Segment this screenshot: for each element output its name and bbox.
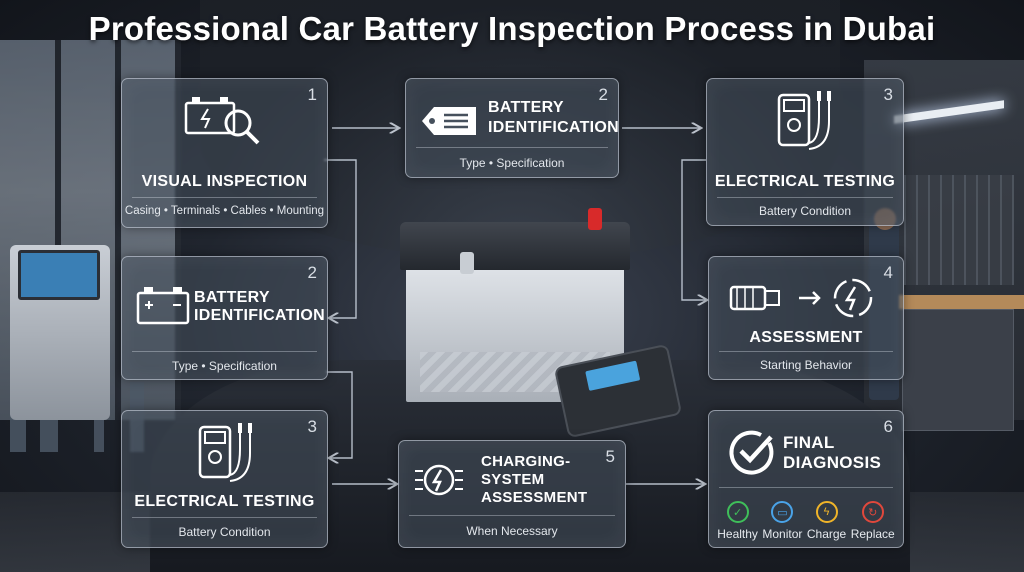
step-card-battery-identification-top: 2 BATTERY IDENTIFICATION Type • Specific… bbox=[405, 78, 619, 178]
step-subtitle: Type • Specification bbox=[172, 359, 277, 373]
step-subtitle: Battery Condition bbox=[178, 525, 271, 539]
step-subtitle: Starting Behavior bbox=[759, 358, 853, 372]
status-label: Replace bbox=[850, 527, 895, 541]
step-number: 6 bbox=[883, 417, 893, 436]
connector-3-4 bbox=[681, 159, 706, 300]
step-title-line1: FINAL bbox=[783, 433, 835, 452]
step-card-assessment: 4 ASSESSMENT Starting Behavior bbox=[708, 256, 904, 380]
multimeter-icon bbox=[198, 423, 252, 482]
step-number: 3 bbox=[307, 417, 317, 436]
step-card-electrical-testing-bottom: 3 ELECTRICAL TESTING Battery Condition bbox=[121, 410, 328, 548]
step-subtitle: When Necessary bbox=[466, 524, 558, 538]
monitor-icon: ▭ bbox=[771, 501, 794, 523]
step-number: 4 bbox=[883, 263, 893, 282]
step-title: VISUAL INSPECTION bbox=[141, 173, 308, 190]
step-number: 2 bbox=[598, 85, 608, 104]
step-title-line1: BATTERY bbox=[194, 289, 270, 306]
check-icon: ✓ bbox=[726, 501, 749, 523]
step-card-battery-identification-left: 2 BATTERY IDENTIFICATION Type • Specific… bbox=[121, 256, 328, 380]
battery-icon bbox=[136, 287, 190, 325]
step-number: 3 bbox=[883, 85, 893, 104]
step-title-line2: SYSTEM bbox=[481, 471, 545, 488]
step-subtitle: Battery Condition bbox=[758, 204, 852, 218]
status-charge: ϟ Charge bbox=[807, 501, 846, 541]
step-title-line2: IDENTIFICATION bbox=[194, 307, 326, 324]
step-number: 1 bbox=[307, 85, 317, 104]
battery-magnifier-icon bbox=[184, 97, 260, 145]
diagnosis-status-row: ✓ Healthy ▭ Monitor ϟ Charge ↻ Replace bbox=[715, 501, 897, 541]
step-title-line1: BATTERY bbox=[488, 99, 564, 116]
battery-tag-icon bbox=[422, 107, 476, 135]
step-subtitle: Type • Specification bbox=[459, 156, 565, 170]
step-card-charging-system-assessment: 5 CHARGING- SYSTEM ASSESSMENT When Neces… bbox=[398, 440, 626, 548]
checkmark-circle-icon bbox=[729, 430, 774, 475]
status-replace: ↻ Replace bbox=[851, 501, 895, 541]
alternator-icon bbox=[415, 464, 463, 496]
workbench bbox=[884, 295, 1024, 309]
lightning-icon: ϟ bbox=[815, 501, 838, 523]
step-number: 5 bbox=[605, 447, 615, 466]
status-monitor: ▭ Monitor bbox=[762, 501, 802, 541]
multimeter-icon bbox=[777, 91, 831, 150]
connector-1-left bbox=[324, 159, 357, 318]
replace-arrows-icon: ↻ bbox=[861, 501, 884, 523]
tool-pegboard bbox=[904, 175, 1014, 285]
page-title: Professional Car Battery Inspection Proc… bbox=[88, 10, 936, 47]
step-card-visual-inspection: 1 VISUAL INSPECTION Casing • Terminals •… bbox=[121, 78, 328, 228]
step-title-line3: ASSESSMENT bbox=[481, 489, 588, 506]
connector-2-3-left bbox=[326, 371, 353, 458]
starter-motor-icon bbox=[729, 278, 873, 318]
step-number: 2 bbox=[307, 263, 317, 282]
step-title-line2: IDENTIFICATION bbox=[488, 119, 620, 136]
step-title: ELECTRICAL TESTING bbox=[714, 173, 896, 190]
step-card-final-diagnosis: 6 FINAL DIAGNOSIS ✓ Healthy ▭ Monitor ϟ … bbox=[708, 410, 904, 548]
step-card-electrical-testing-top: 3 ELECTRICAL TESTING Battery Condition bbox=[706, 78, 904, 226]
step-title-line2: DIAGNOSIS bbox=[783, 453, 882, 472]
step-title: ASSESSMENT bbox=[749, 329, 863, 346]
step-title-line1: CHARGING- bbox=[481, 453, 571, 470]
status-healthy: ✓ Healthy bbox=[717, 501, 758, 541]
step-title: ELECTRICAL TESTING bbox=[134, 493, 315, 510]
status-label: Monitor bbox=[762, 527, 803, 541]
status-label: Charge bbox=[806, 527, 847, 541]
status-label: Healthy bbox=[717, 527, 758, 541]
step-subtitle: Casing • Terminals • Cables • Mounting bbox=[124, 205, 325, 217]
